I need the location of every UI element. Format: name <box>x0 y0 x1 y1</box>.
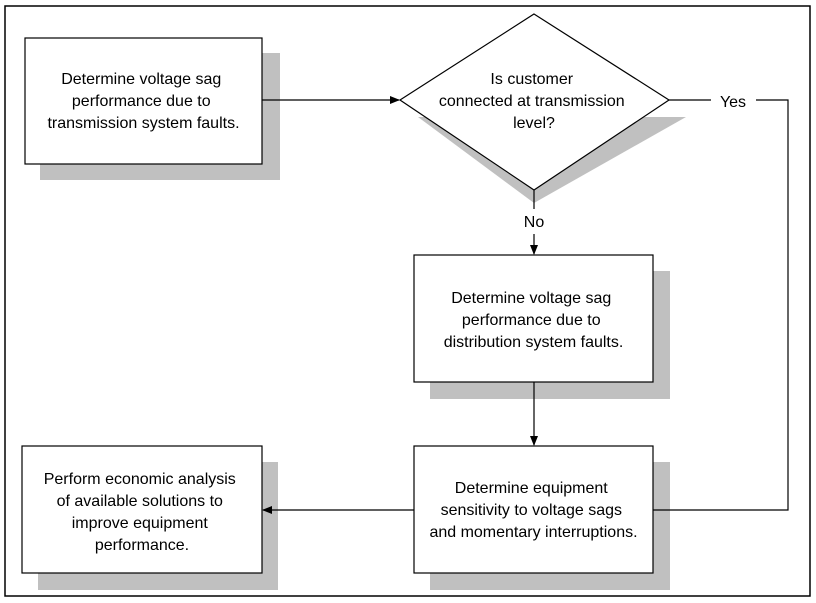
edge-decision-no: No <box>524 190 545 255</box>
edge-segment <box>653 99 789 511</box>
node-line: performance due to <box>462 312 601 329</box>
node-line: distribution system faults. <box>444 334 624 351</box>
diagram-frame <box>4 5 811 597</box>
node-economic-analysis: Perform economic analysis of available s… <box>21 445 278 590</box>
node-line: Determine voltage sag <box>451 290 611 307</box>
node-line: Perform economic analysis <box>44 471 236 488</box>
node-line: sensitivity to voltage sags <box>441 502 622 519</box>
node-text: Determine voltage sag performance due to… <box>47 71 239 132</box>
node-line: performance. <box>95 537 189 554</box>
node-equipment-sensitivity: Determine equipment sensitivity to volta… <box>413 445 670 590</box>
node-text: Perform economic analysis of available s… <box>44 471 241 554</box>
node-line: performance due to <box>72 93 211 110</box>
node-line: transmission system faults. <box>47 115 239 132</box>
node-text: Determine equipment sensitivity to volta… <box>429 480 637 541</box>
node-text: Is customer connected at transmission le… <box>439 71 629 132</box>
node-line: of available solutions to <box>57 493 223 510</box>
node-decision-transmission-level: Is customer connected at transmission le… <box>398 13 686 203</box>
node-transmission-faults: Determine voltage sag performance due to… <box>24 37 280 180</box>
edge-label-yes: Yes <box>720 94 746 111</box>
node-box <box>24 37 263 165</box>
node-line: connected at transmission <box>439 93 625 110</box>
node-distribution-faults: Determine voltage sag performance due to… <box>413 254 670 399</box>
node-line: Determine voltage sag <box>61 71 221 88</box>
node-line: level? <box>513 115 555 132</box>
node-line: Is customer <box>490 71 573 88</box>
edge-label-no: No <box>524 214 545 231</box>
edge-decision-yes: Yes <box>653 94 789 511</box>
node-text: Determine voltage sag performance due to… <box>444 290 624 351</box>
node-line: and momentary interruptions. <box>429 524 637 541</box>
node-box <box>413 254 654 383</box>
node-line: improve equipment <box>72 515 209 532</box>
node-line: Determine equipment <box>455 480 609 497</box>
